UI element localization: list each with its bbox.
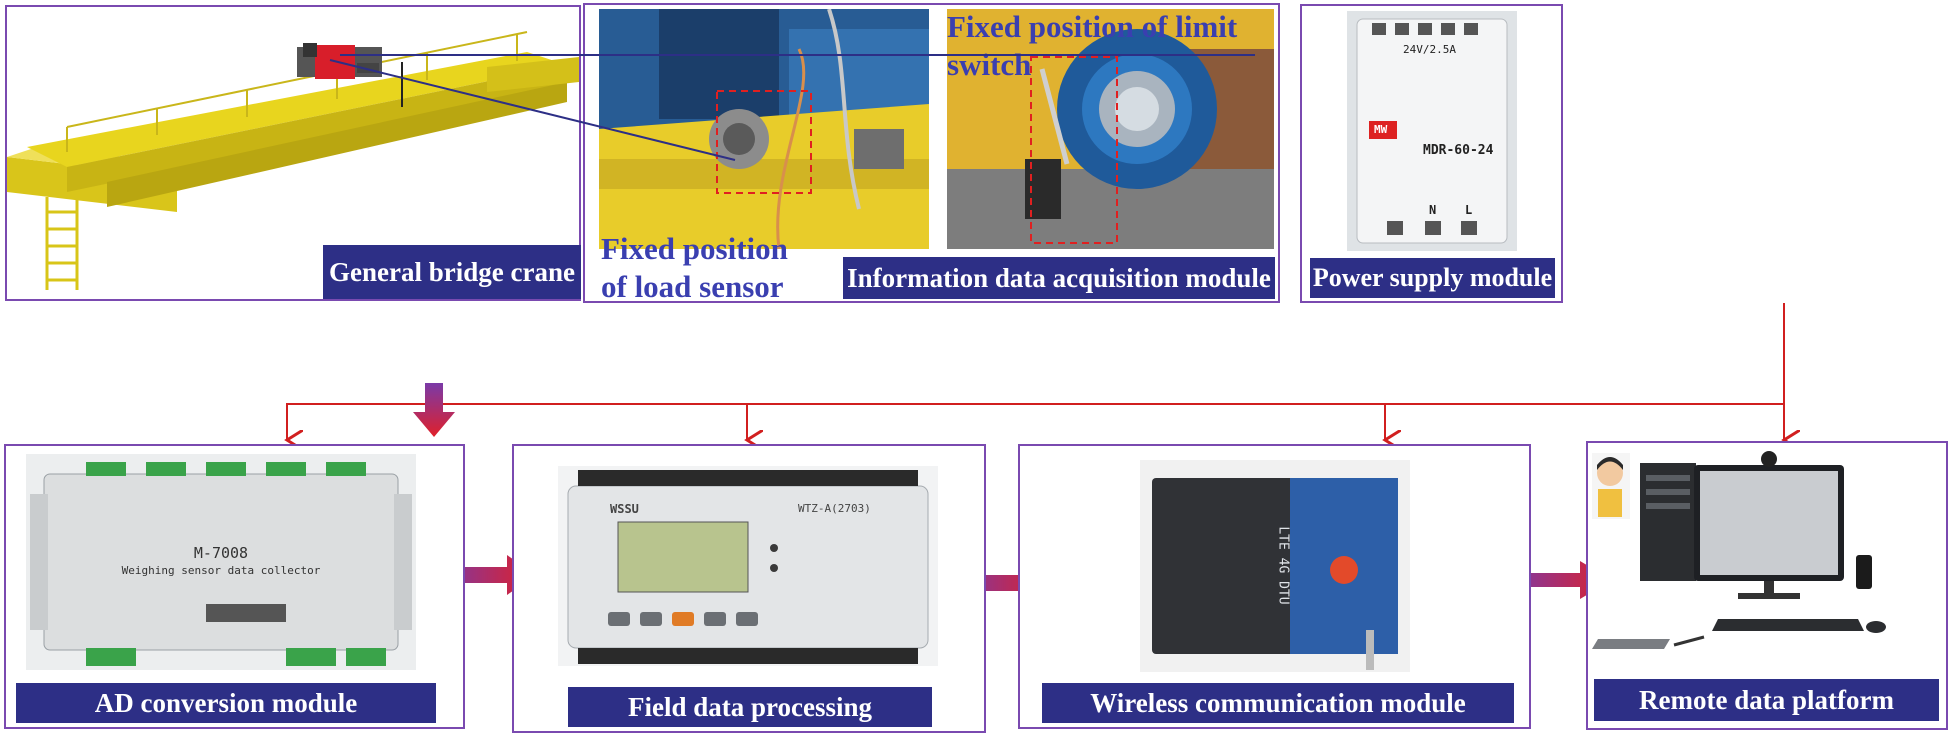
remote-panel: Remote data platform <box>1586 441 1948 730</box>
wireless-dtu-photo: LTE 4G DTU <box>1140 460 1410 672</box>
power-terminal-n: N <box>1429 203 1437 217</box>
ad-module-photo: M-7008 Weighing sensor data collector <box>26 454 416 670</box>
limit-switch-note-text: Fixed position of limit switch <box>947 9 1238 82</box>
wireless-model-text: LTE 4G DTU <box>1275 526 1291 605</box>
load-sensor-note: Fixed position of load sensor <box>601 230 801 306</box>
ad-subtitle-text: Weighing sensor data collector <box>121 564 321 577</box>
acquisition-panel: Fixed position of load sensor Fixed posi… <box>583 3 1280 306</box>
field-panel: WSSU WTZ-A(2703) Field data processing <box>512 444 986 733</box>
wireless-panel: LTE 4G DTU Wireless communication module <box>1018 444 1531 729</box>
remote-platform-illustration <box>1592 451 1886 649</box>
crane-label: General bridge crane <box>323 245 581 299</box>
ad-model-text: M-7008 <box>193 544 249 562</box>
ad-panel: M-7008 Weighing sensor data collector AD… <box>4 444 465 729</box>
limit-switch-note: Fixed position of limit switch <box>947 8 1267 84</box>
wireless-label: Wireless communication module <box>1042 683 1514 723</box>
power-model: MDR-60-24 <box>1423 143 1494 158</box>
limit-switch-photo <box>947 9 1274 249</box>
load-sensor-note-text: Fixed position of load sensor <box>601 231 788 304</box>
remote-label: Remote data platform <box>1594 679 1939 721</box>
power-supply-photo: 24V/2.5A MW MDR-60-24 N L <box>1347 11 1517 251</box>
load-sensor-photo <box>599 9 929 249</box>
field-label: Field data processing <box>568 687 932 727</box>
power-label: Power supply module <box>1310 258 1555 298</box>
ad-label: AD conversion module <box>16 683 436 723</box>
power-bus <box>286 303 1785 405</box>
field-model-text: WTZ-A(2703) <box>798 502 871 515</box>
field-brand-text: WSSU <box>610 502 639 516</box>
power-panel: 24V/2.5A MW MDR-60-24 N L Power supply m… <box>1300 4 1563 303</box>
power-terminal-l: L <box>1465 203 1473 217</box>
field-device-photo: WSSU WTZ-A(2703) <box>558 466 938 666</box>
arrow-crane-to-ad <box>413 383 455 437</box>
power-brand: MW <box>1374 123 1388 136</box>
power-spec: 24V/2.5A <box>1403 43 1456 56</box>
acquisition-label: Information data acquisition module <box>843 257 1275 299</box>
crane-panel: General bridge crane <box>5 5 581 301</box>
